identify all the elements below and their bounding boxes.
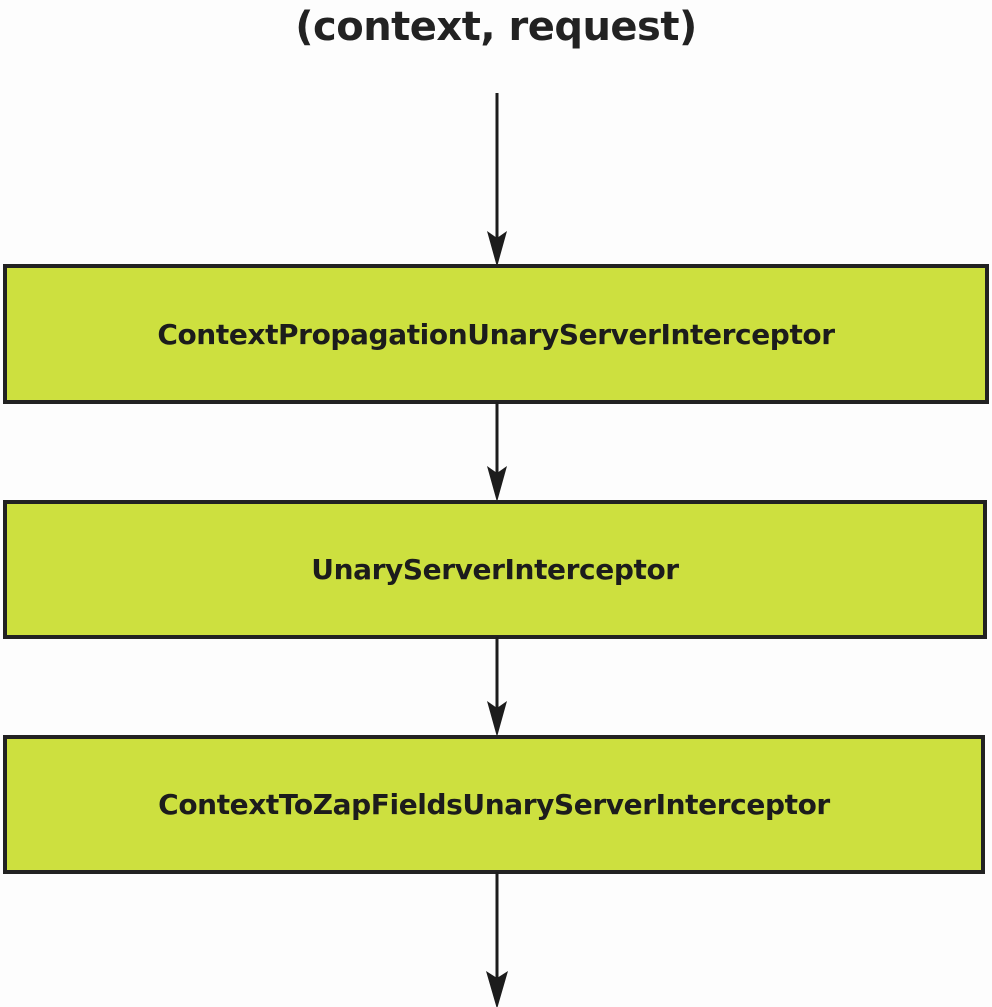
arrow-exit-downstream xyxy=(486,872,508,1007)
node-unary-server-interceptor[interactable]: UnaryServerInterceptor xyxy=(3,500,987,639)
node-label: ContextToZapFieldsUnaryServerInterceptor xyxy=(158,788,830,821)
arrow-context-propagation-to-unary-server xyxy=(487,402,507,502)
node-label: ContextPropagationUnaryServerInterceptor xyxy=(157,317,835,351)
node-context-propagation-unary-server-interceptor[interactable]: ContextPropagationUnaryServerInterceptor xyxy=(3,264,989,404)
page-title: (context, request) xyxy=(295,4,697,50)
arrow-unary-server-to-context-to-zap-fields xyxy=(487,637,507,737)
node-label: UnaryServerInterceptor xyxy=(311,553,679,586)
node-context-to-zap-fields-unary-server-interceptor[interactable]: ContextToZapFieldsUnaryServerInterceptor xyxy=(3,735,985,874)
arrow-entry-to-context-propagation xyxy=(487,93,507,267)
